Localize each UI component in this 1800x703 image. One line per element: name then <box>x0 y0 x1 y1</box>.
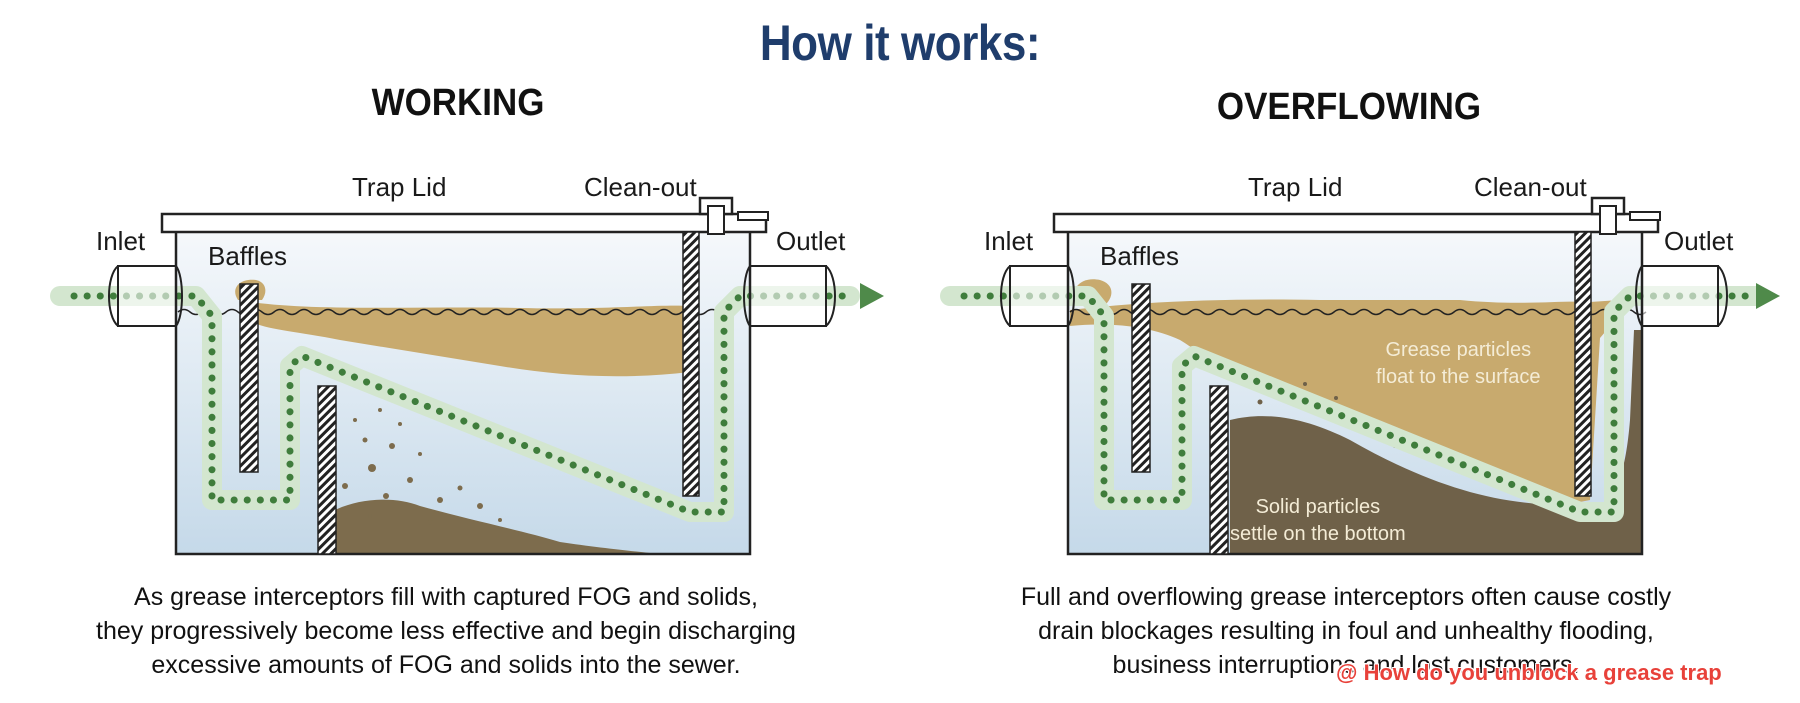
solid-particles <box>342 408 522 536</box>
water-surface <box>177 308 719 316</box>
flow-arrow-head <box>1756 283 1780 309</box>
working-trap-diagram <box>50 196 884 556</box>
caption-line: Full and overflowing grease interceptors… <box>1020 583 1672 611</box>
inlet-label-working: Inlet <box>96 226 146 256</box>
clean-out-label-working: Clean-out <box>584 172 697 202</box>
caption-line: drain blockages resulting in foul and un… <box>1038 617 1654 645</box>
water-surface <box>1069 308 1647 316</box>
flow-path-dots <box>960 292 1756 516</box>
baffles-label-overflowing: Baffles <box>1100 241 1180 271</box>
caption-working: As grease interceptors fill with capture… <box>66 580 826 682</box>
trap-lid-label-overflowing: Trap Lid <box>1248 172 1343 202</box>
baffle-inlet <box>239 283 259 473</box>
solids-annotation: Solid particles settle on the bottom <box>1230 494 1406 548</box>
inlet-pipe <box>117 265 177 327</box>
inlet-label-overflowing: Inlet <box>984 226 1034 256</box>
clean-out-side-cap <box>737 211 769 221</box>
sludge-bottom <box>335 499 660 554</box>
caption-line: they progressively become less effective… <box>96 617 796 645</box>
grease-layer <box>240 300 690 377</box>
page-title: How it works: <box>759 15 1041 71</box>
baffle-middle <box>317 385 337 555</box>
outlet-label-overflowing: Outlet <box>1664 226 1734 256</box>
inlet-pipe <box>1009 265 1069 327</box>
outlet-label-working: Outlet <box>776 226 846 256</box>
clean-out-pipe <box>1599 205 1617 235</box>
sludge-bottom <box>1230 330 1642 554</box>
baffles-label-working: Baffles <box>208 241 288 271</box>
outlet-pipe <box>1641 265 1719 327</box>
caption-line: As grease interceptors fill with capture… <box>134 583 758 611</box>
solids-annotation-line: Solid particles <box>1255 496 1381 518</box>
caption-line: business interruptions and lost customer… <box>1112 651 1580 679</box>
trap-lid <box>1052 212 1660 234</box>
outlet-pipe <box>749 265 827 327</box>
tank-walls <box>174 232 752 556</box>
grease-annotation-line: float to the surface <box>1376 366 1541 388</box>
clean-out-label-overflowing: Clean-out <box>1474 172 1587 202</box>
grease-annotation: Grease particles float to the surface <box>1376 337 1541 391</box>
caption-overflowing: Full and overflowing grease interceptors… <box>966 580 1726 682</box>
panel-title-overflowing: OVERFLOWING <box>1216 86 1482 128</box>
caption-line: excessive amounts of FOG and solids into… <box>151 651 741 679</box>
baffle-inlet <box>1131 283 1151 473</box>
flow-path-dots <box>70 292 852 516</box>
trap-lid <box>160 212 768 234</box>
clean-out-side-cap <box>1629 211 1661 221</box>
baffle-outlet <box>682 231 700 497</box>
flow-arrow-head <box>860 283 884 309</box>
clean-out-pipe <box>707 205 725 235</box>
baffle-outlet <box>1574 231 1592 497</box>
watermark: @ How do you unblock a grease trap <box>1336 660 1722 685</box>
solids-annotation-line: settle on the bottom <box>1230 523 1406 545</box>
panel-title-working: WORKING <box>371 82 545 124</box>
tank-walls <box>1066 232 1644 556</box>
overflowing-trap-diagram <box>940 196 1780 556</box>
baffle-middle <box>1209 385 1229 555</box>
trap-lid-label-working: Trap Lid <box>352 172 447 202</box>
grease-annotation-line: Grease particles <box>1385 339 1532 361</box>
